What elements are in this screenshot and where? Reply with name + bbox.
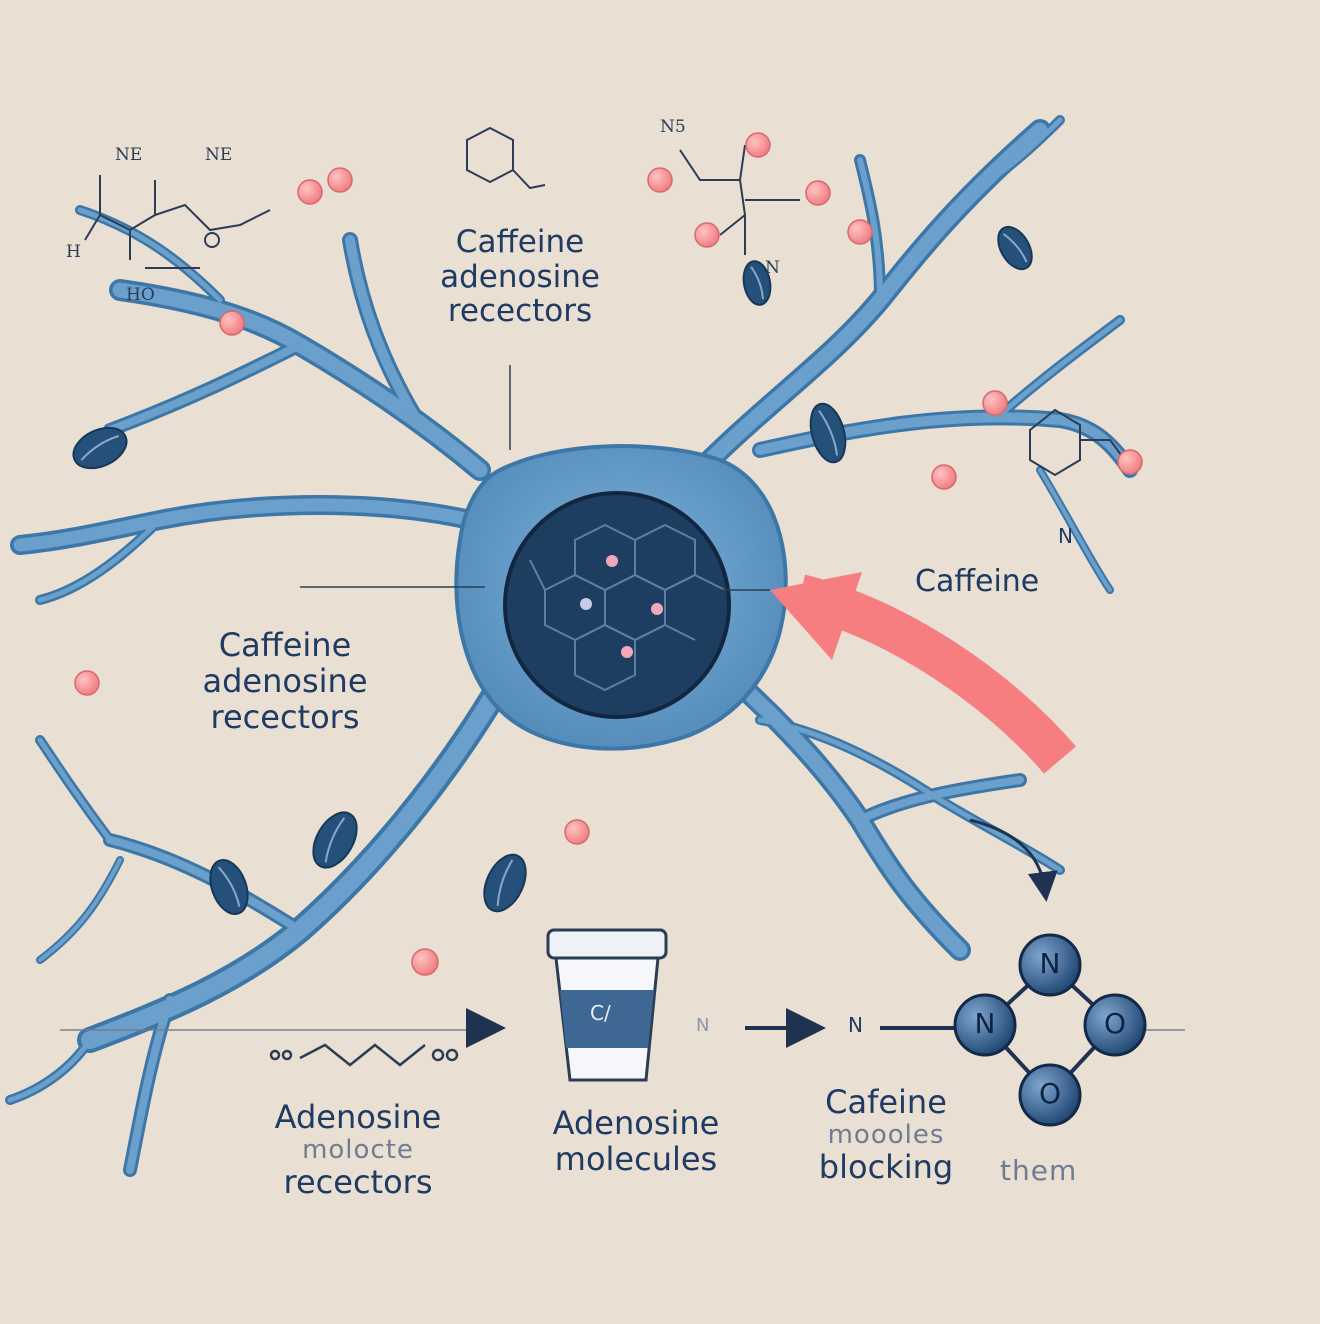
molecule-structure-right xyxy=(1029,408,1126,477)
adenosine-dot xyxy=(1117,449,1143,475)
adenosine-dot xyxy=(327,167,353,193)
flow-n-label: N xyxy=(696,1015,710,1036)
coffee-bean-icon xyxy=(809,402,847,464)
molecule-structure-top-center xyxy=(466,126,546,190)
neuron-dendrites xyxy=(5,115,1138,1177)
coffee-bean-icon xyxy=(209,859,249,915)
caffeine-molecule xyxy=(953,933,1147,1127)
adenosine-dot xyxy=(647,167,673,193)
flow-n-label: N xyxy=(848,1013,863,1037)
chem-label: NE xyxy=(205,145,233,165)
molecule-node xyxy=(1018,1063,1082,1127)
adenosine-dot xyxy=(982,390,1008,416)
cup-mark: C/ xyxy=(590,1001,611,1025)
chem-label: NE xyxy=(115,145,143,165)
coffee-bean-icon xyxy=(312,811,358,869)
molecule-structure-top-right xyxy=(679,144,800,255)
nucleus xyxy=(503,491,731,719)
coffee-bean-icon xyxy=(483,853,527,913)
step2-label: Adenosine molecules xyxy=(552,1104,720,1178)
adenosine-dot xyxy=(931,464,957,490)
molecule-node-label: N xyxy=(1039,947,1061,980)
coffee-bean-icon xyxy=(997,225,1033,271)
adenosine-dot xyxy=(745,132,771,158)
coffee-cup-icon xyxy=(546,928,668,1082)
adenosine-dot xyxy=(297,179,323,205)
molecule-node-label: N xyxy=(974,1007,996,1040)
pointer-lines xyxy=(300,365,770,591)
right-n-label: N xyxy=(1058,524,1073,548)
chem-label: H xyxy=(66,242,81,262)
adenosine-dot xyxy=(411,948,439,976)
coffee-bean-icon xyxy=(742,260,772,306)
molecule-node xyxy=(1018,933,1082,997)
chem-label: N5 xyxy=(660,117,686,137)
right-caffeine-label: Caffeine xyxy=(915,564,1040,599)
molecule-node-label: O xyxy=(1103,1007,1127,1040)
step3-label: Cafeine moooles blocking xyxy=(818,1083,954,1186)
coffee-bean-icon xyxy=(72,426,128,470)
caffeine-beans xyxy=(72,225,1033,915)
adenosine-dot xyxy=(847,219,873,245)
left-middle-label: Caffeine adenosine recectors xyxy=(202,626,368,736)
top-center-label: Caffeine adenosine recectors xyxy=(440,224,600,330)
molecule-structure-top-left xyxy=(84,175,271,269)
arrow-down-icon xyxy=(969,818,1058,902)
adenosine-dot xyxy=(219,310,245,336)
adenosine-dot xyxy=(74,670,100,696)
chem-label: N xyxy=(765,258,780,278)
adenosine-dot xyxy=(805,180,831,206)
adenosine-dots xyxy=(74,132,1143,976)
adenosine-dot xyxy=(564,819,590,845)
step1-label: Adenosine molocte recectors xyxy=(274,1098,442,1201)
adenosine-dot xyxy=(694,222,720,248)
molecule-node-label: O xyxy=(1038,1077,1062,1110)
them-label: them xyxy=(1000,1154,1078,1187)
molecule-node xyxy=(1083,993,1147,1057)
adenosine-chain xyxy=(269,1043,459,1067)
molecule-node xyxy=(953,993,1017,1057)
chem-label: HO xyxy=(126,285,155,305)
curved-arrow-icon xyxy=(770,572,1076,774)
